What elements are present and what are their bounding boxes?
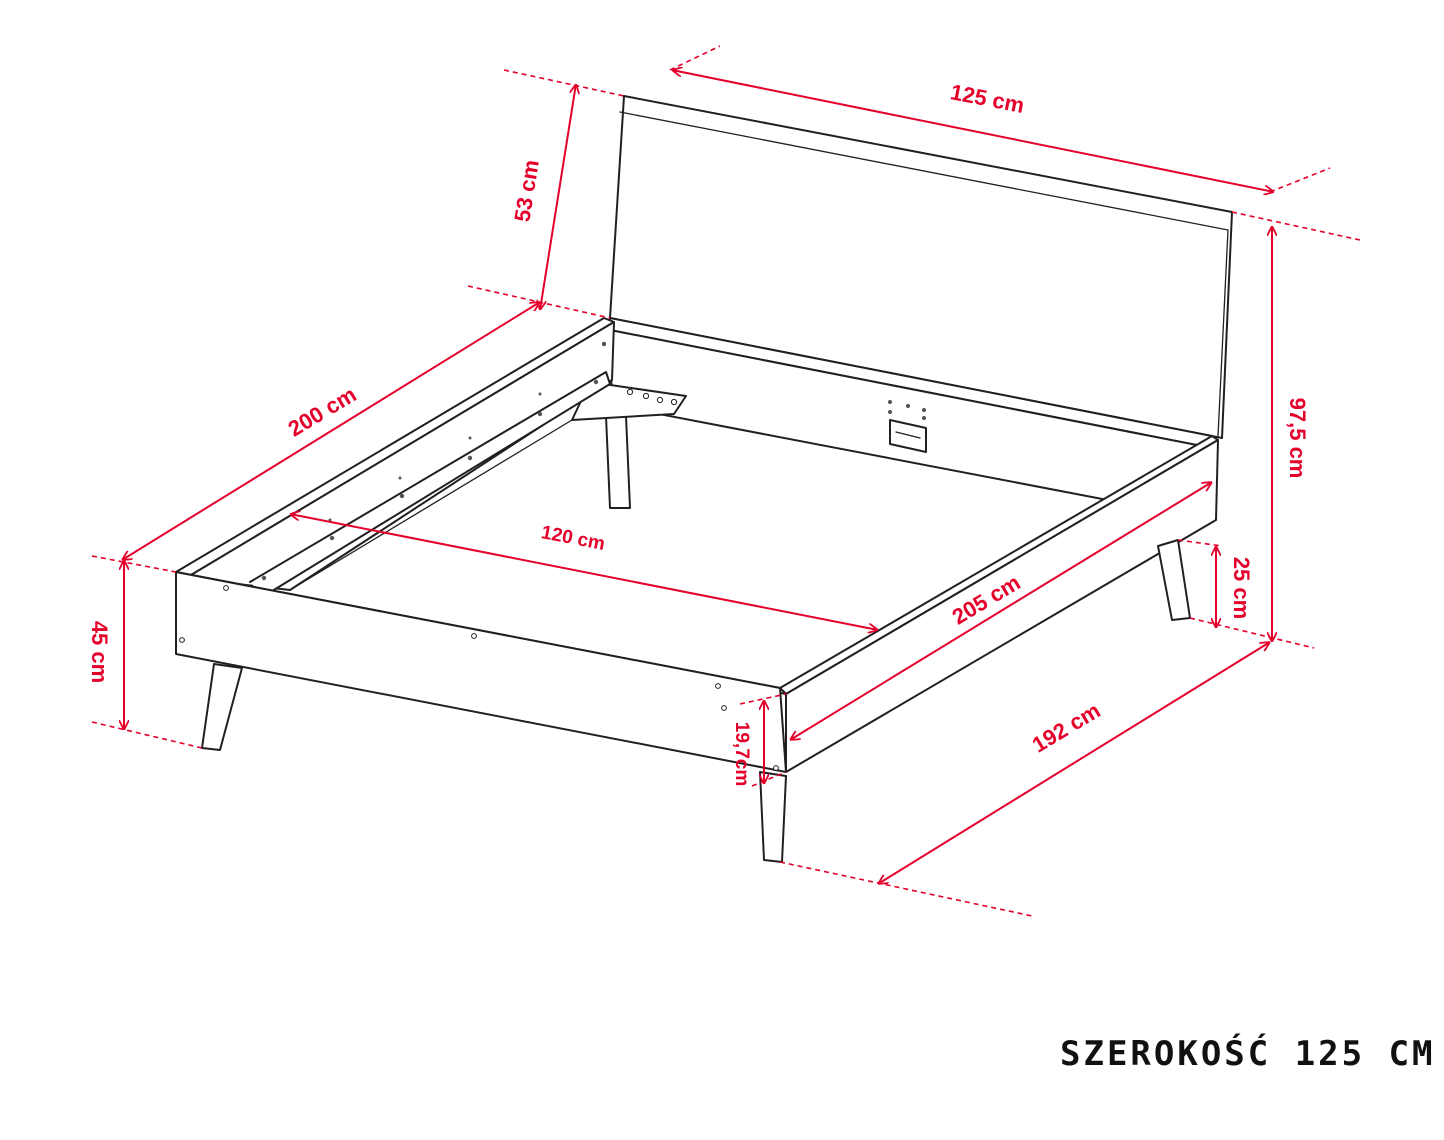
slat-ledge — [249, 371, 611, 597]
connector-plate — [888, 400, 927, 453]
foot-rail-holes — [179, 585, 779, 771]
dim-line-headboard-width — [672, 70, 1274, 192]
front-right-leg — [759, 771, 787, 863]
label-frame-height: 45 cm — [87, 621, 112, 683]
label-frame-length: 200 cm — [284, 382, 361, 442]
extension-lines — [91, 45, 1361, 917]
front-left-leg — [201, 663, 243, 751]
label-total-height: 97,5 cm — [1285, 398, 1310, 479]
label-headboard-width: 125 cm — [948, 79, 1026, 118]
label-outer-length: 192 cm — [1028, 698, 1105, 758]
foot-rail-face — [175, 571, 787, 773]
dim-line-outer-length — [878, 642, 1270, 884]
label-leg-height: 25 cm — [1229, 557, 1254, 619]
label-headboard-height: 53 cm — [509, 158, 543, 224]
label-side-rail-height: 19,7cm — [731, 722, 752, 786]
bracket-holes — [626, 388, 678, 406]
back-left-leg — [605, 415, 631, 509]
corner-bracket — [571, 381, 687, 421]
caption-width: SZEROKOŚĆ 125 CM — [1060, 1034, 1436, 1074]
left-side-rail-inner — [185, 321, 615, 591]
bed-illustration — [175, 95, 1233, 863]
dimension-lines — [122, 70, 1274, 884]
dim-line-inner-width — [290, 514, 878, 630]
dim-line-headboard-height — [540, 84, 576, 310]
label-inner-width: 120 cm — [539, 522, 606, 555]
dim-line-frame-length — [122, 302, 540, 560]
dim-line-overall-length — [790, 482, 1212, 740]
right-side-rail-face — [785, 439, 1219, 773]
back-right-leg — [1157, 539, 1191, 621]
